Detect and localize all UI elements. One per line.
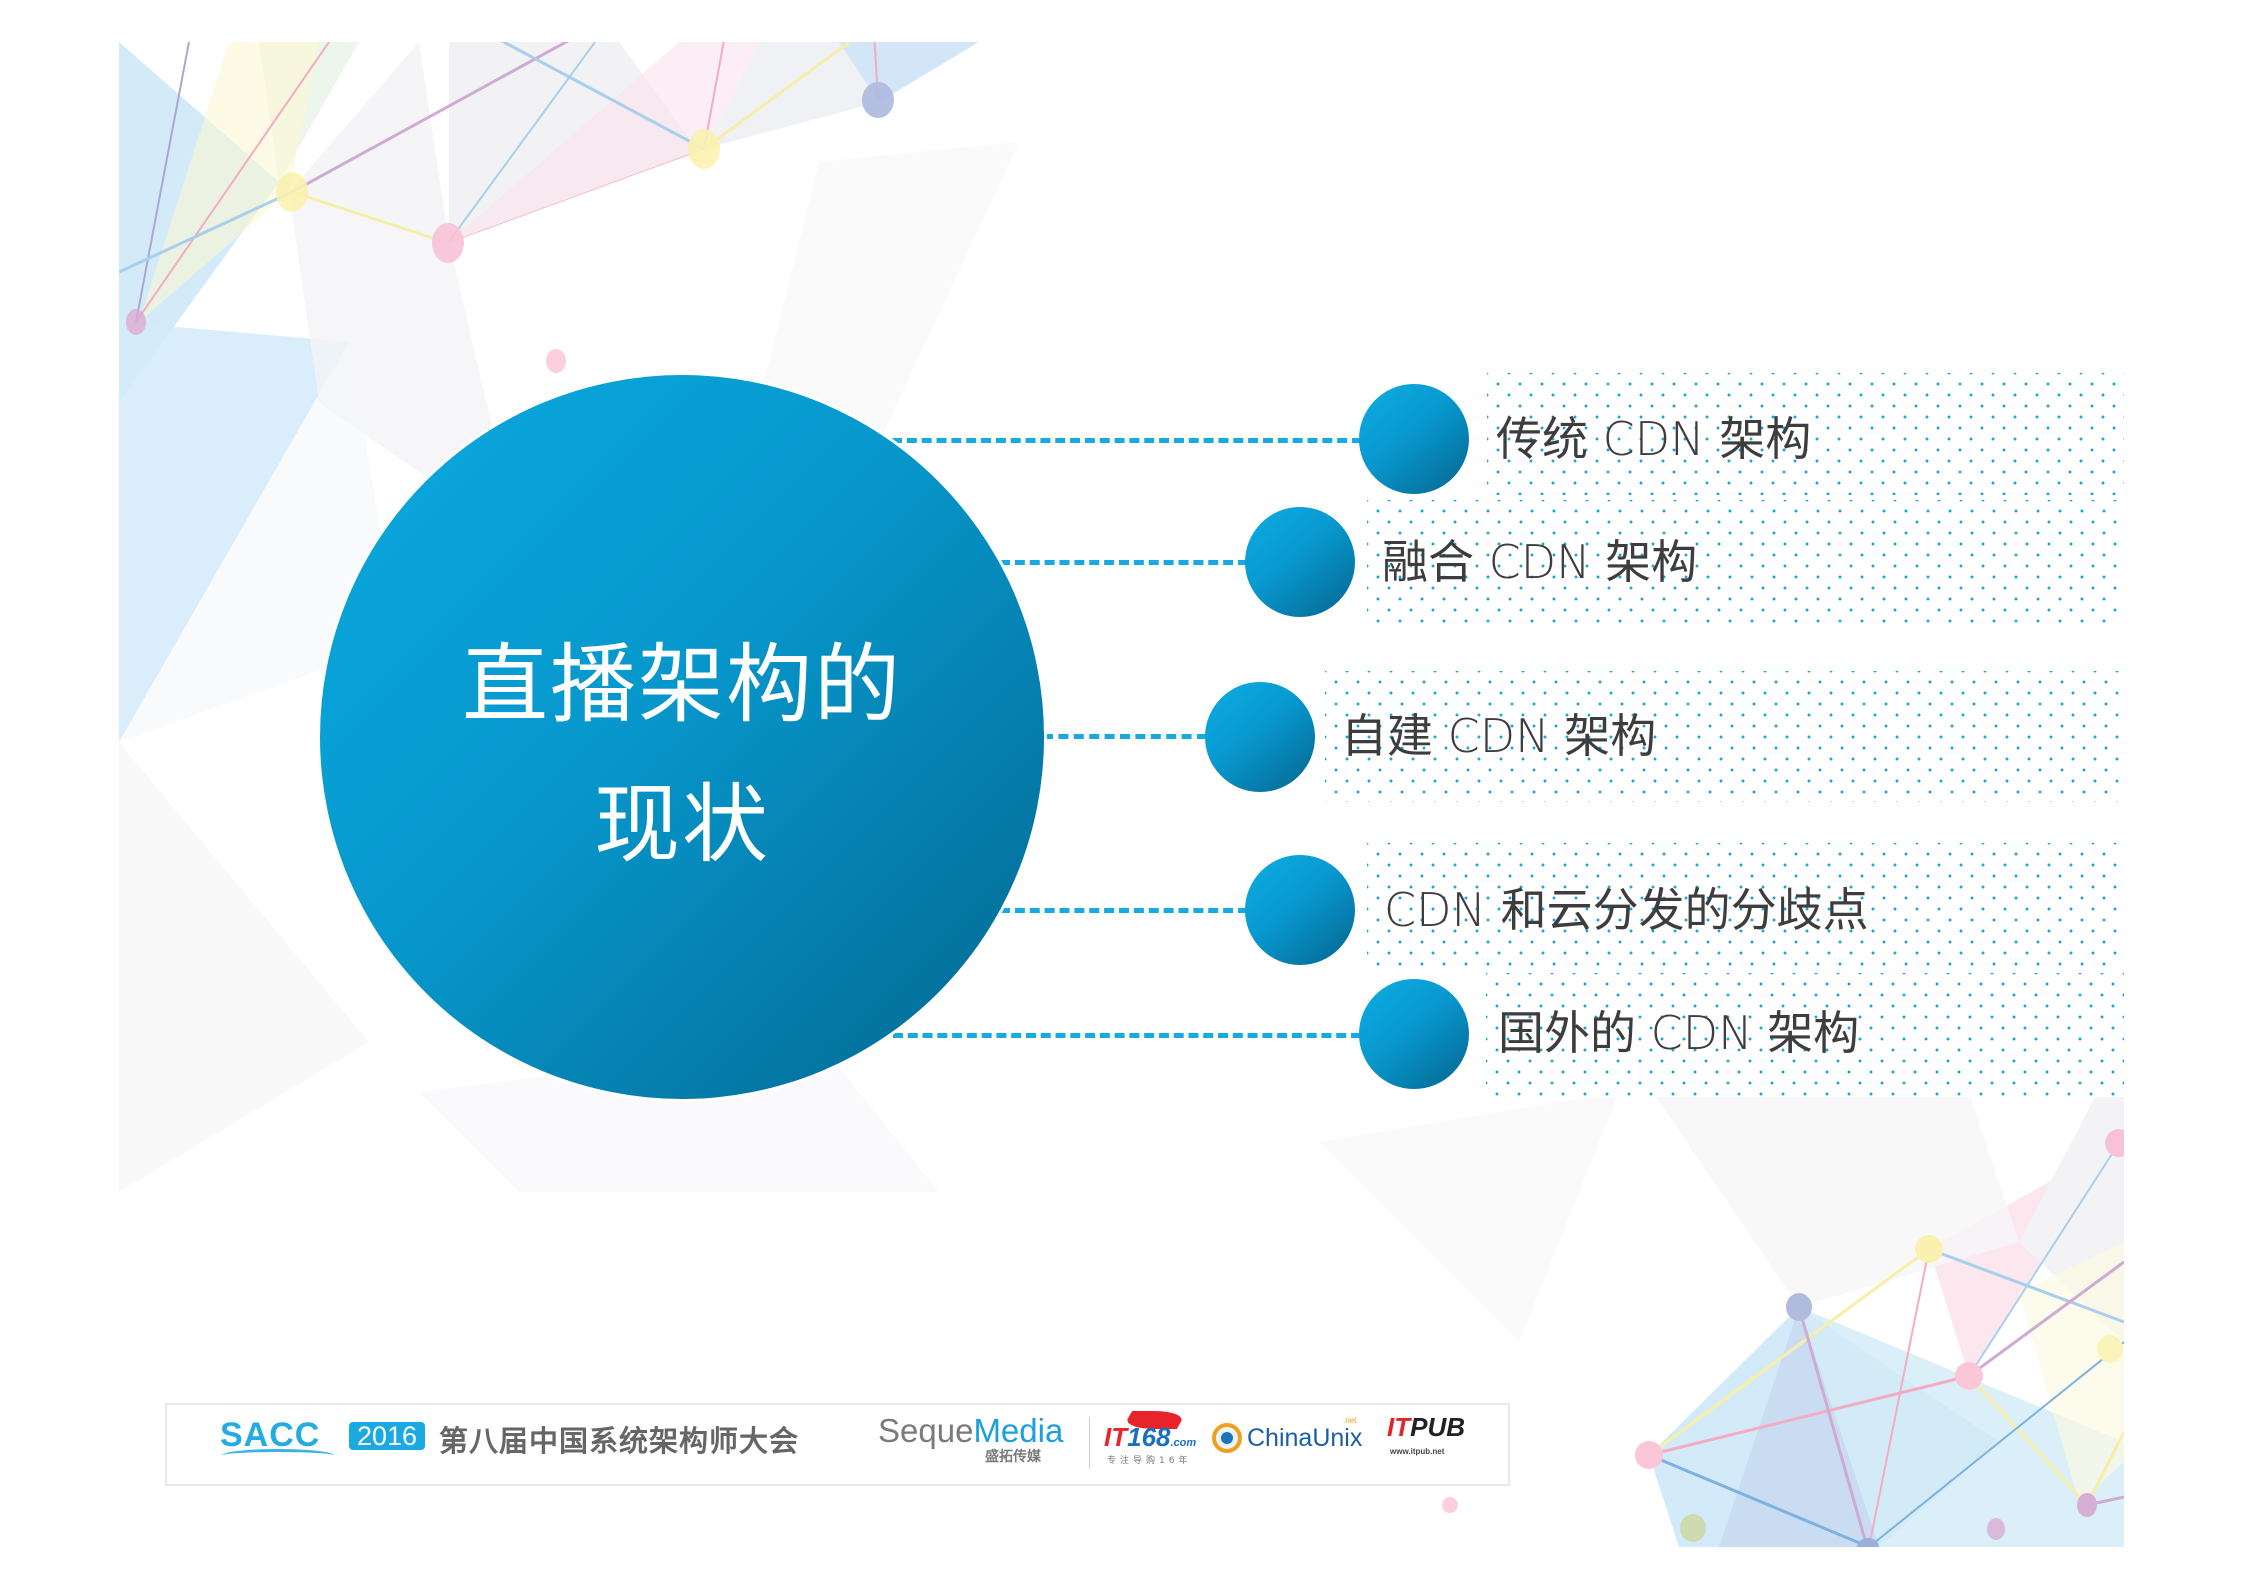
- central-topic-title: 直播架构的 现状: [320, 375, 1044, 895]
- sequemedia-cn: 盛拓传媒: [985, 1449, 1041, 1465]
- item-label-1: 传统 CDN 架构: [1496, 412, 1812, 466]
- slide: 直播架构的 现状 传统 CDN 架构 融合 CDN 架构 自建 CDN 架构 C…: [119, 42, 2124, 1547]
- chinaunix-net: .net: [1343, 1416, 1357, 1425]
- sacc-logo: SACC: [220, 1416, 321, 1454]
- itpub-pub: PUB: [1410, 1412, 1466, 1442]
- sponsor-footer: SACC 2016 第八届中国系统架构师大会 SequeMedia 盛拓传媒 I…: [165, 1403, 1510, 1486]
- it168-com: .com: [1170, 1437, 1197, 1449]
- media-text: Media: [973, 1412, 1064, 1449]
- item-label-3: 自建 CDN 架构: [1341, 709, 1657, 763]
- connector-line-2: [1000, 560, 1248, 565]
- itpub-logo: ITPUB: [1387, 1413, 1465, 1441]
- dot-panel-5: [1486, 973, 2124, 1097]
- dot-panel-4: [1367, 843, 2124, 973]
- chinaunix-logo: ChinaUnix: [1247, 1424, 1363, 1452]
- conference-name: 第八届中国系统架构师大会: [439, 1424, 800, 1458]
- connector-line-1: [892, 438, 1362, 443]
- central-topic-circle: 直播架构的 现状: [320, 375, 1044, 1099]
- sequemedia-logo: SequeMedia: [878, 1413, 1063, 1449]
- it168-num: 168: [1127, 1422, 1171, 1452]
- year-badge: 2016: [349, 1422, 425, 1450]
- sacc-swoosh-icon: [222, 1449, 334, 1462]
- dot-panel-2: [1367, 500, 2124, 623]
- bullet-circle-1: [1359, 384, 1469, 494]
- connector-line-3: [1043, 734, 1207, 739]
- connector-line-4: [1000, 908, 1248, 913]
- seque-text: Seque: [878, 1412, 974, 1449]
- bullet-circle-5: [1359, 979, 1469, 1089]
- item-label-5: 国外的 CDN 架构: [1498, 1006, 1860, 1060]
- bullet-circle-3: [1205, 682, 1315, 792]
- bullet-circle-4: [1245, 855, 1355, 965]
- it168-tagline: 专注导购16年: [1107, 1456, 1192, 1466]
- it168-it: IT: [1104, 1422, 1128, 1452]
- dot-panel-1: [1487, 373, 2124, 495]
- logo-divider: [1089, 1417, 1090, 1469]
- bullet-circle-2: [1245, 507, 1355, 617]
- item-label-4: CDN 和云分发的分歧点: [1384, 883, 1869, 937]
- itpub-url: www.itpub.net: [1390, 1447, 1445, 1456]
- connector-line-5: [893, 1033, 1361, 1038]
- item-label-2: 融合 CDN 架构: [1382, 535, 1698, 589]
- dot-panel-3: [1325, 671, 2124, 802]
- itpub-it: IT: [1387, 1412, 1411, 1442]
- title-line-1: 直播架构的: [462, 635, 902, 735]
- title-line-2: 现状: [594, 775, 770, 875]
- chinaunix-icon: [1212, 1423, 1242, 1453]
- it168-logo: IT168.com: [1104, 1423, 1196, 1457]
